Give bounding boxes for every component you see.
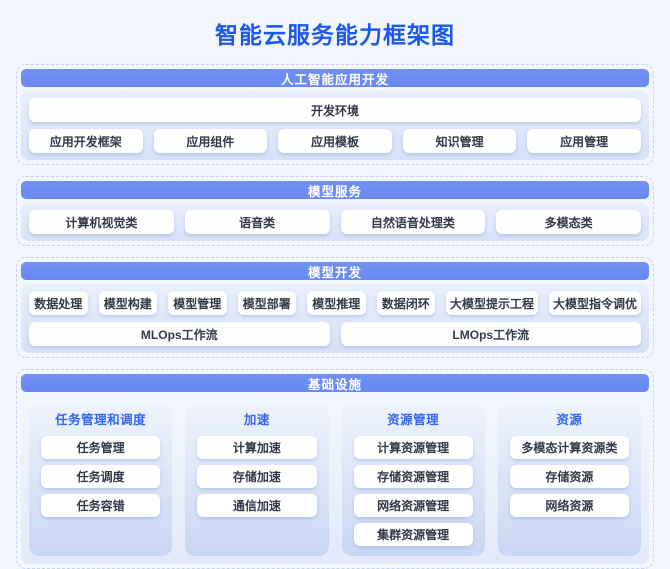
- section-header-bar: 人工智能应用开发: [21, 69, 649, 87]
- item-box: 语音类: [184, 210, 330, 234]
- sections: 人工智能应用开发开发环境应用开发框架应用组件应用模板知识管理应用管理模型服务计算…: [16, 64, 654, 569]
- item-box: 应用管理: [527, 129, 641, 153]
- section-header-bar: 模型开发: [21, 262, 649, 280]
- workflow-row: MLOps工作流 LMOps工作流: [29, 322, 641, 346]
- section-header-bar: 基础设施: [21, 374, 649, 392]
- item-box: 模型管理: [168, 291, 227, 315]
- item-box: 模型部署: [237, 291, 296, 315]
- item-box: 通信加速: [197, 494, 317, 517]
- item-box: 自然语音处理类: [340, 210, 486, 234]
- section-body: 任务管理和调度任务管理任务调度任务容错加速计算加速存储加速通信加速资源管理计算资…: [21, 396, 649, 564]
- item-box: 应用开发框架: [29, 129, 143, 153]
- section-body: 计算机视觉类语音类自然语音处理类多模态类: [21, 203, 649, 241]
- item-box: 网络资源: [509, 494, 629, 517]
- item-box: 数据处理: [29, 291, 88, 315]
- item-box: 模型构建: [98, 291, 157, 315]
- infrastructure-columns: 任务管理和调度任务管理任务调度任务容错加速计算加速存储加速通信加速资源管理计算资…: [29, 404, 641, 556]
- item-box: 网络资源管理: [353, 494, 473, 517]
- infra-column-1: 加速计算加速存储加速通信加速: [185, 404, 329, 556]
- item-box: 计算资源管理: [353, 436, 473, 459]
- items-row: 应用开发框架应用组件应用模板知识管理应用管理: [29, 129, 641, 153]
- infra-column-3: 资源多模态计算资源类存储资源网络资源: [497, 404, 641, 556]
- item-box: 知识管理: [402, 129, 517, 153]
- section-body: 开发环境应用开发框架应用组件应用模板知识管理应用管理: [21, 91, 649, 160]
- item-box: 任务管理: [41, 436, 161, 459]
- items-row: 数据处理模型构建模型管理模型部署模型推理数据闭环大模型提示工程大模型指令调优: [29, 291, 642, 315]
- item-box: 大模型提示工程: [446, 291, 539, 315]
- item-box: LMOps工作流: [340, 322, 641, 346]
- section-model-service: 模型服务计算机视觉类语音类自然语音处理类多模态类: [16, 176, 654, 246]
- section-model-dev: 模型开发数据处理模型构建模型管理模型部署模型推理数据闭环大模型提示工程大模型指令…: [16, 257, 654, 358]
- item-box: 大模型指令调优: [549, 291, 642, 315]
- infra-column-2: 资源管理计算资源管理存储资源管理网络资源管理集群资源管理: [341, 404, 485, 556]
- section-ai-app-dev: 人工智能应用开发开发环境应用开发框架应用组件应用模板知识管理应用管理: [16, 64, 654, 165]
- item-box: 计算加速: [197, 436, 317, 459]
- column-header: 资源: [556, 413, 583, 427]
- column-header: 资源管理: [387, 413, 440, 427]
- item-box: 应用组件: [153, 129, 268, 153]
- item-box: 任务容错: [41, 494, 161, 517]
- items-row: 计算机视觉类语音类自然语音处理类多模态类: [29, 210, 641, 234]
- item-box: 多模态类: [496, 210, 641, 234]
- section-body: 数据处理模型构建模型管理模型部署模型推理数据闭环大模型提示工程大模型指令调优 ML…: [21, 284, 649, 353]
- item-box: 应用模板: [278, 129, 392, 153]
- item-box: 模型推理: [307, 291, 366, 315]
- item-box: 计算机视觉类: [29, 210, 174, 234]
- item-box: 存储资源管理: [353, 465, 473, 488]
- item-box: 开发环境: [29, 98, 641, 122]
- section-infrastructure: 基础设施任务管理和调度任务管理任务调度任务容错加速计算加速存储加速通信加速资源管…: [16, 369, 654, 569]
- item-box: MLOps工作流: [29, 322, 330, 346]
- column-header: 任务管理和调度: [55, 413, 147, 427]
- item-box: 任务调度: [41, 465, 161, 488]
- item-box: 存储资源: [509, 465, 629, 488]
- item-box: 数据闭环: [376, 291, 435, 315]
- page-title: 智能云服务能力框架图: [215, 22, 455, 48]
- item-box: 存储加速: [197, 465, 317, 488]
- wide-item-row: 开发环境: [29, 98, 641, 122]
- infra-column-0: 任务管理和调度任务管理任务调度任务容错: [29, 404, 173, 556]
- item-box: 集群资源管理: [353, 523, 473, 546]
- section-header-bar: 模型服务: [21, 181, 649, 199]
- column-header: 加速: [243, 413, 270, 427]
- item-box: 多模态计算资源类: [509, 436, 629, 459]
